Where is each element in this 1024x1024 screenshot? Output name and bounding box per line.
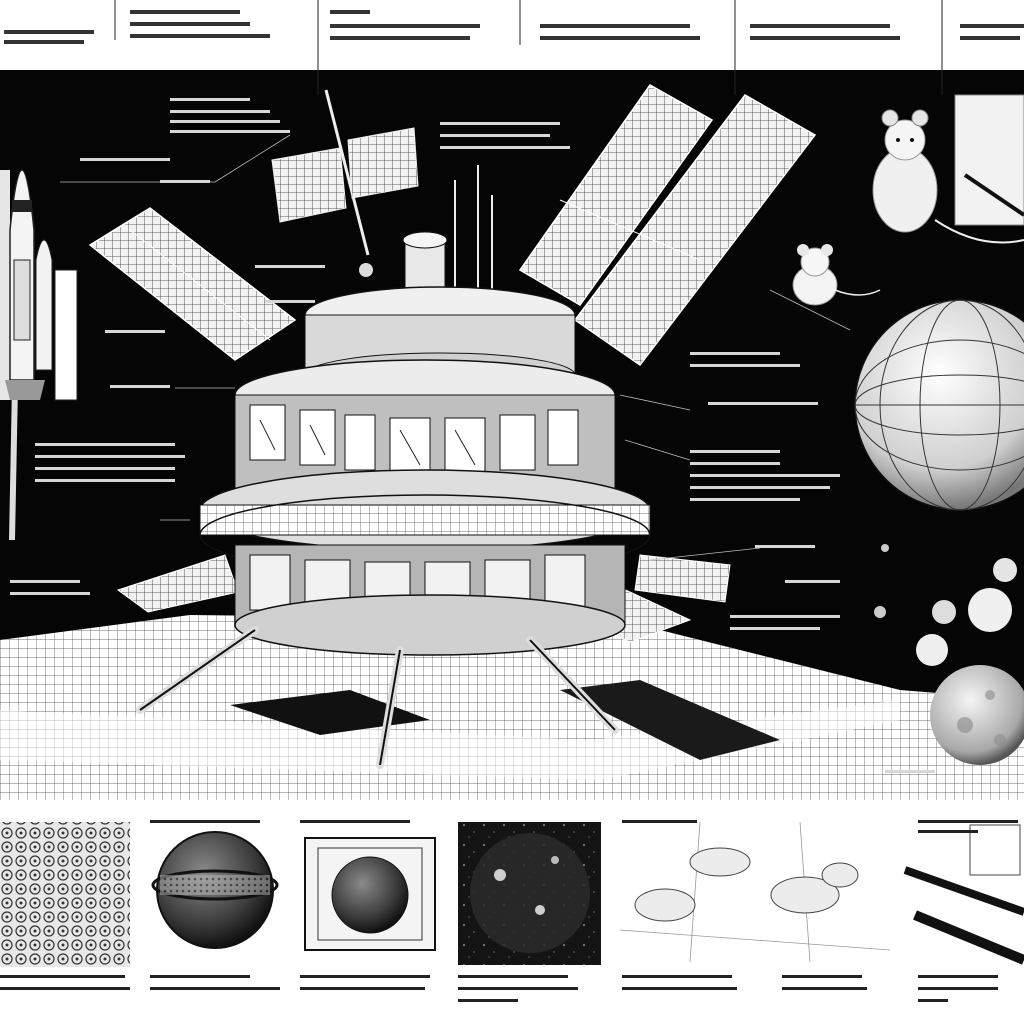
moon-icon xyxy=(930,665,1024,765)
dark-text-bars xyxy=(10,98,935,773)
mice-scene-thumbnail xyxy=(619,821,891,963)
notebook-panel xyxy=(954,94,1024,226)
rocket-icon xyxy=(0,169,78,541)
floating-bubbles xyxy=(874,544,1017,666)
top-text-bars xyxy=(4,10,1024,44)
pen-thumbnail xyxy=(903,824,1024,965)
solar-panel-right-b xyxy=(573,94,817,367)
cells-thumbnail xyxy=(0,822,130,967)
mouse-icon xyxy=(872,109,1024,244)
frame-sphere-thumbnail xyxy=(304,837,436,951)
satellite-icon xyxy=(271,89,419,277)
sphere-thumbnail xyxy=(151,831,279,949)
solar-panel-left xyxy=(88,207,297,361)
bottom-text-bars xyxy=(0,820,1018,1002)
pen-icon xyxy=(963,173,1024,217)
floor-shadow xyxy=(230,690,430,735)
mouse-icon-small xyxy=(792,244,881,306)
top-callouts xyxy=(114,0,943,95)
sphere-habitat-icon xyxy=(854,299,1024,511)
starfield-thumbnail xyxy=(458,822,601,965)
space-station-illustration xyxy=(136,165,651,769)
solar-panel-right-a xyxy=(518,84,714,306)
